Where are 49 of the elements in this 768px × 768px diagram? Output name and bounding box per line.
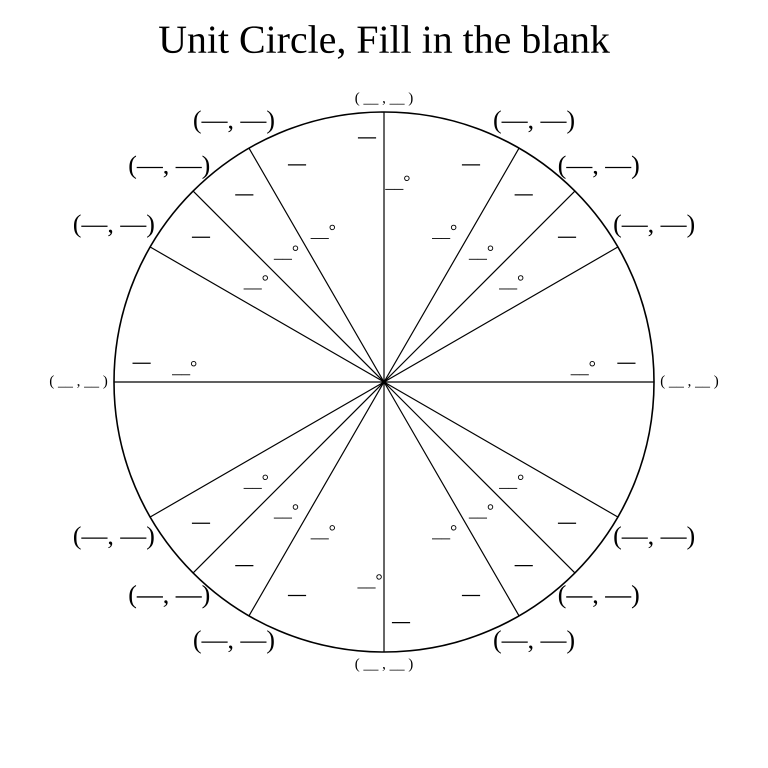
degree-blank: __° [244,474,268,489]
coordinate-blank: (—, —) [194,110,274,134]
coordinate-blank: (—, —) [129,156,210,179]
coordinate-blank: ( __ , __ ) [355,92,413,106]
radian-blank: — [462,164,480,166]
degree-blank: __° [274,504,298,519]
degree-blank: __° [274,246,298,260]
coordinate-blank: (—, —) [494,630,574,654]
radian-blank: — [192,522,210,524]
degree-blank: __° [310,525,335,540]
coordinate-blank: ( __ , __ ) [355,658,413,672]
degree-blank: __° [468,504,494,519]
coordinate-blank: (—, —) [614,526,694,550]
degree-blank: __° [499,474,524,489]
degree-blank: __° [570,361,595,376]
coordinate-blank: (—, —) [558,156,639,179]
coordinate-blank: (—, —) [614,214,694,238]
coordinate-blank: (—, —) [74,526,154,550]
coordinate-blank: (—, —) [494,110,574,134]
coordinate-blank: (—, —) [74,214,154,238]
radian-blank: — [132,362,151,364]
radian-blank: — [235,194,254,196]
coordinate-blank: ( __ , __ ) [50,375,108,389]
degree-blank: __° [499,275,524,290]
radian-blank: — [392,622,410,624]
radian-blank: — [288,164,306,166]
degree-blank: __° [172,361,196,376]
radian-blank: — [235,565,254,566]
coordinate-blank: (—, —) [558,585,639,608]
radian-blank: — [288,594,306,596]
coordinate-blank: (—, —) [129,585,210,608]
radian-blank: — [617,362,636,364]
radian-blank: — [358,137,376,138]
radian-blank: — [514,194,533,196]
radian-blank: — [558,236,576,238]
coordinate-blank: (—, —) [194,630,274,654]
radian-blank: — [558,522,576,524]
radian-blank: — [462,594,480,596]
degree-blank: __° [357,574,382,588]
degree-blank: __° [385,176,410,190]
coordinate-blank: ( __ , __ ) [660,375,718,389]
degree-blank: __° [244,275,268,290]
degree-blank: __° [310,224,335,239]
radian-blank: — [514,565,533,566]
radian-blank: — [192,236,210,238]
degree-blank: __° [468,246,494,260]
title: Unit Circle, Fill in the blank [159,25,610,59]
degree-blank: __° [432,525,456,540]
degree-blank: __° [432,224,456,239]
